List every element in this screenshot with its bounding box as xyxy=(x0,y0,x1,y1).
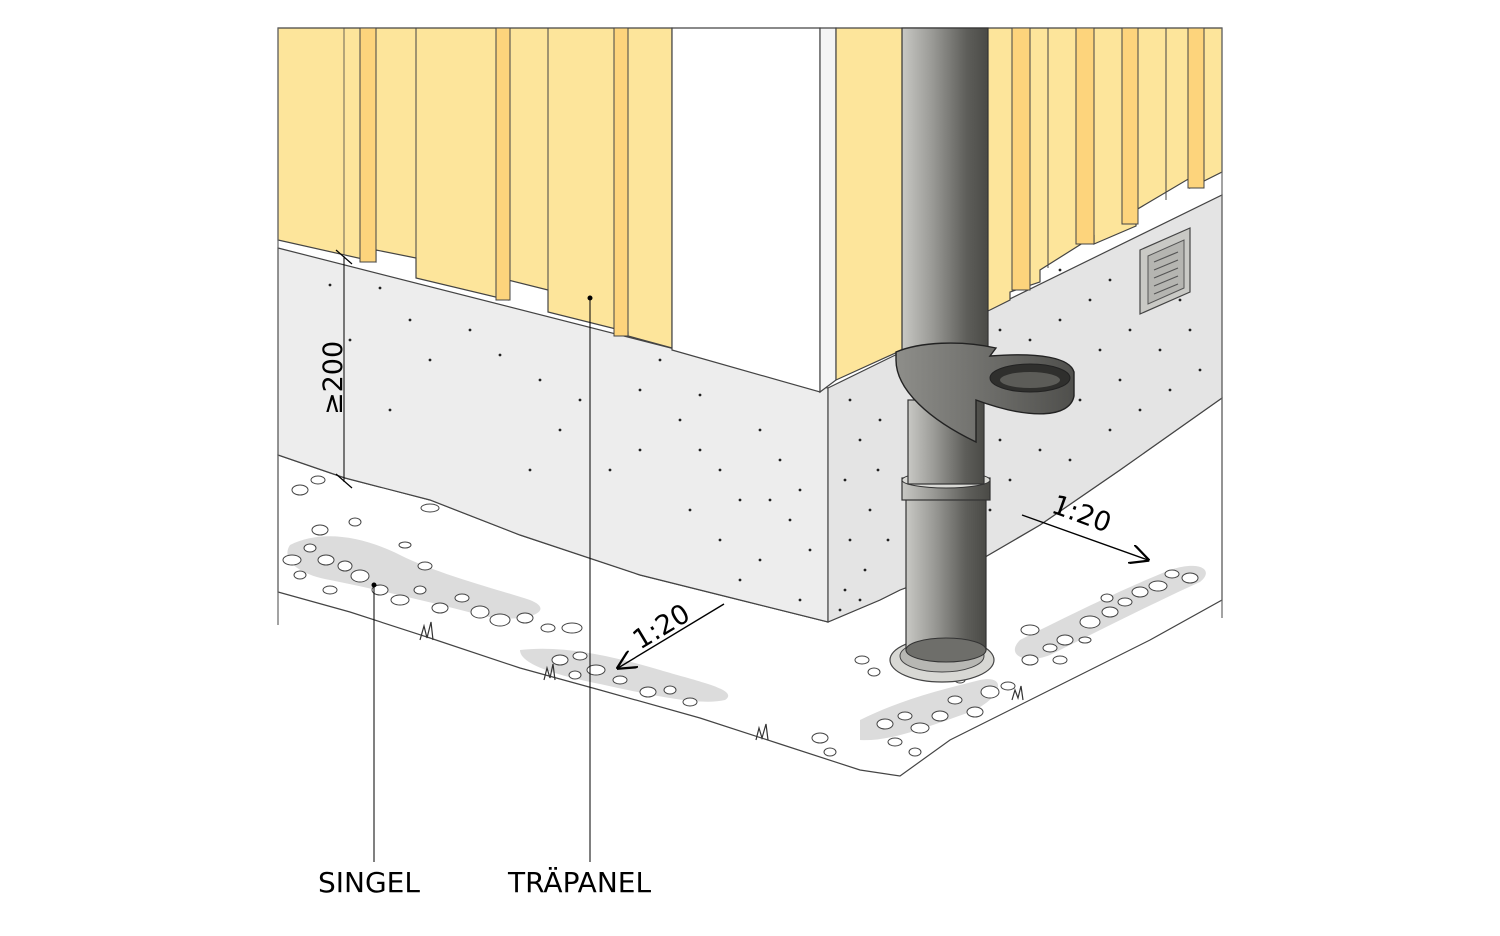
gravel-stones xyxy=(282,475,1199,757)
section-edges xyxy=(277,28,1223,625)
min-height-dimension: ≥200 xyxy=(318,249,353,489)
grass-tufts xyxy=(419,621,1024,741)
downpipe xyxy=(889,27,1075,683)
corner-board xyxy=(671,27,837,394)
trapanel-label: TRÄPANEL xyxy=(507,866,651,899)
concrete-texture xyxy=(328,268,1202,612)
min-height-label: ≥200 xyxy=(318,341,349,415)
wood-panel-front xyxy=(277,27,673,349)
singel-label: SINGEL xyxy=(318,866,420,899)
leader-lines xyxy=(371,295,593,862)
vent-grille-icon xyxy=(1139,227,1191,315)
